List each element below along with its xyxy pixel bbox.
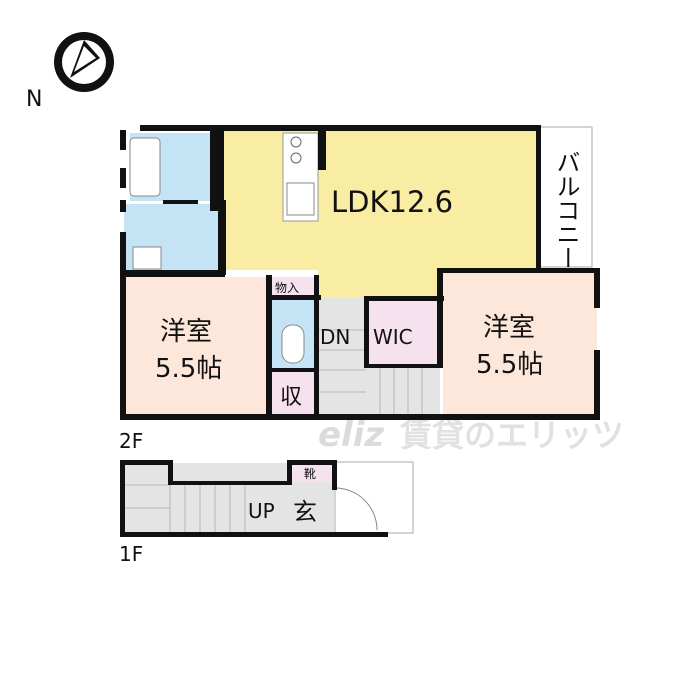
floor-2f-label: 2F [119, 429, 143, 453]
bedroom-1-size: 5.5帖 [155, 354, 222, 384]
bathtub [129, 137, 161, 197]
storage-label: 収 [280, 385, 302, 410]
porch [334, 461, 414, 534]
bedroom-2 [443, 270, 597, 417]
shoe-box [290, 463, 333, 482]
walls-2f [120, 125, 600, 420]
stairs-down [318, 298, 366, 417]
bedroom-1-name: 洋室 [160, 317, 212, 347]
watermark: eliz 賃貸のエリッツ [318, 415, 624, 455]
walk-in-closet [367, 300, 439, 366]
shoe-box-label: 靴 [304, 467, 316, 481]
ldk-room [224, 130, 538, 270]
entrance-door-swing [334, 487, 378, 531]
balcony [539, 126, 593, 268]
floor-1f-label: 1F [119, 542, 143, 566]
stairs-up [124, 463, 290, 533]
compass-label: N [26, 87, 42, 112]
north-arrow-icon [54, 32, 114, 92]
entrance-label: 玄 [293, 498, 317, 526]
kitchen-counter [282, 132, 319, 222]
svg-text:eliz: eliz [318, 415, 384, 455]
toilet-fixture [281, 324, 305, 364]
storage [272, 372, 316, 417]
ldk-label: LDK12.6 [331, 185, 453, 219]
sink [132, 246, 162, 270]
entrance [290, 482, 334, 533]
bedroom-2-name: 洋室 [483, 313, 535, 343]
bedroom-2-size: 5.5帖 [476, 350, 543, 380]
stairs-down-label: DN [320, 325, 350, 349]
closet-label: 物入 [275, 281, 299, 295]
bedroom-1 [122, 277, 267, 417]
balcony-label: バルコニー [552, 150, 580, 270]
stairs-up-label: UP [248, 499, 275, 523]
wic-label: WIC [373, 325, 413, 349]
closet [272, 277, 318, 297]
watermark-text: 賃貸のエリッツ [399, 416, 624, 454]
walls-1f [120, 460, 388, 537]
